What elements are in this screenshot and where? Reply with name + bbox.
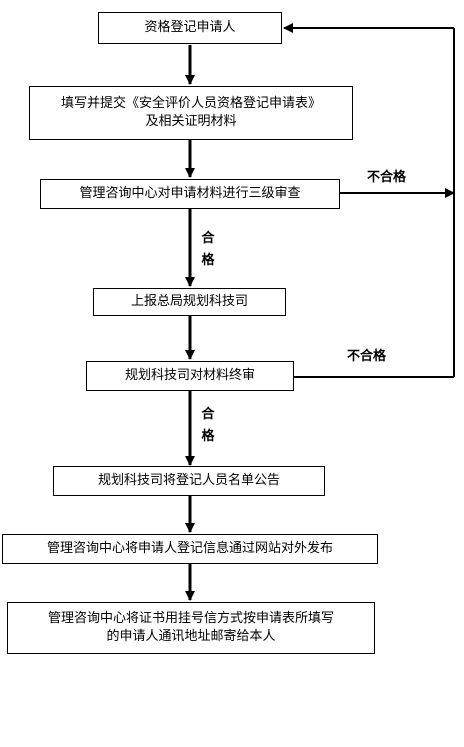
step-submit-form-text: 填写并提交《安全评价人员资格登记申请表》 及相关证明材料 bbox=[61, 95, 321, 131]
label-pass-1-char2: 格 bbox=[201, 253, 215, 268]
step-mail-certificate: 管理咨询中心将证书用挂号信方式按申请表所填写 的申请人通讯地址邮寄给本人 bbox=[7, 602, 375, 654]
step-submit-form-line2: 及相关证明材料 bbox=[145, 114, 237, 129]
step-publish-website-text: 管理咨询中心将申请人登记信息通过网站对外发布 bbox=[46, 541, 333, 556]
step-publish-website: 管理咨询中心将申请人登记信息通过网站对外发布 bbox=[2, 534, 378, 564]
step-three-level-review-text: 管理咨询中心对申请材料进行三级审查 bbox=[79, 186, 301, 201]
step-announce-list-text: 规划科技司将登记人员名单公告 bbox=[97, 473, 280, 488]
label-pass-2-char1: 合 bbox=[201, 407, 215, 422]
step-three-level-review: 管理咨询中心对申请材料进行三级审查 bbox=[40, 179, 340, 209]
step-submit-form: 填写并提交《安全评价人员资格登记申请表》 及相关证明材料 bbox=[29, 86, 353, 140]
step-applicant: 资格登记申请人 bbox=[98, 12, 282, 44]
step-report-bureau-text: 上报总局规划科技司 bbox=[130, 294, 248, 309]
label-pass-1-char1: 合 bbox=[201, 231, 215, 246]
label-pass-2-char2: 格 bbox=[201, 429, 215, 444]
label-pass-1: 合 格 bbox=[200, 228, 216, 272]
label-fail-2: 不合格 bbox=[347, 349, 387, 364]
step-announce-list: 规划科技司将登记人员名单公告 bbox=[53, 466, 325, 496]
label-pass-2: 合 格 bbox=[200, 404, 216, 448]
step-submit-form-line1: 填写并提交《安全评价人员资格登记申请表》 bbox=[60, 96, 321, 111]
step-applicant-text: 资格登记申请人 bbox=[144, 20, 236, 35]
step-final-review: 规划科技司对材料终审 bbox=[86, 361, 294, 391]
step-report-bureau: 上报总局规划科技司 bbox=[93, 288, 286, 316]
step-final-review-text: 规划科技司对材料终审 bbox=[124, 368, 255, 383]
step-mail-certificate-line2: 的申请人通讯地址邮寄给本人 bbox=[106, 629, 276, 644]
step-mail-certificate-line1: 管理咨询中心将证书用挂号信方式按申请表所填写 bbox=[47, 611, 334, 626]
step-mail-certificate-text: 管理咨询中心将证书用挂号信方式按申请表所填写 的申请人通讯地址邮寄给本人 bbox=[48, 610, 334, 646]
label-fail-1: 不合格 bbox=[367, 170, 407, 185]
